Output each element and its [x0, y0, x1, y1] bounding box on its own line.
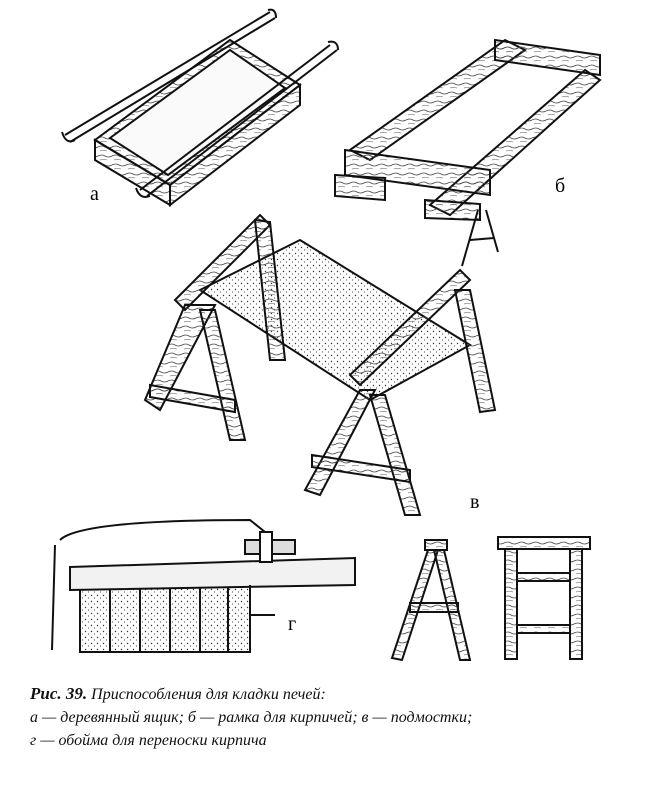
caption-title: Приспособления для кладки печей:	[91, 686, 326, 703]
brick-frame-drawing	[334, 38, 602, 267]
figure-caption: Рис. 39. Приспособления для кладки печей…	[30, 682, 640, 752]
figure-number: Рис. 39.	[30, 684, 88, 703]
caption-title-line: Рис. 39. Приспособления для кладки печей…	[30, 682, 640, 706]
figure-illustration: а б в г	[51, 8, 602, 662]
label-v: в	[470, 491, 479, 513]
wooden-box-drawing	[61, 8, 339, 208]
label-b: б	[555, 175, 565, 197]
label-a: а	[90, 183, 99, 205]
caption-line-2: а — деревянный ящик; б — рамка для кирпи…	[30, 709, 473, 726]
brick-clamp-drawing	[51, 518, 356, 653]
label-g: г	[288, 613, 296, 635]
caption-line-3: г — обойма для переноски кирпича	[30, 732, 267, 749]
scaffolding-drawing	[143, 213, 497, 516]
trestle-side-drawing	[497, 536, 591, 660]
trestle-front-drawing	[390, 539, 472, 662]
